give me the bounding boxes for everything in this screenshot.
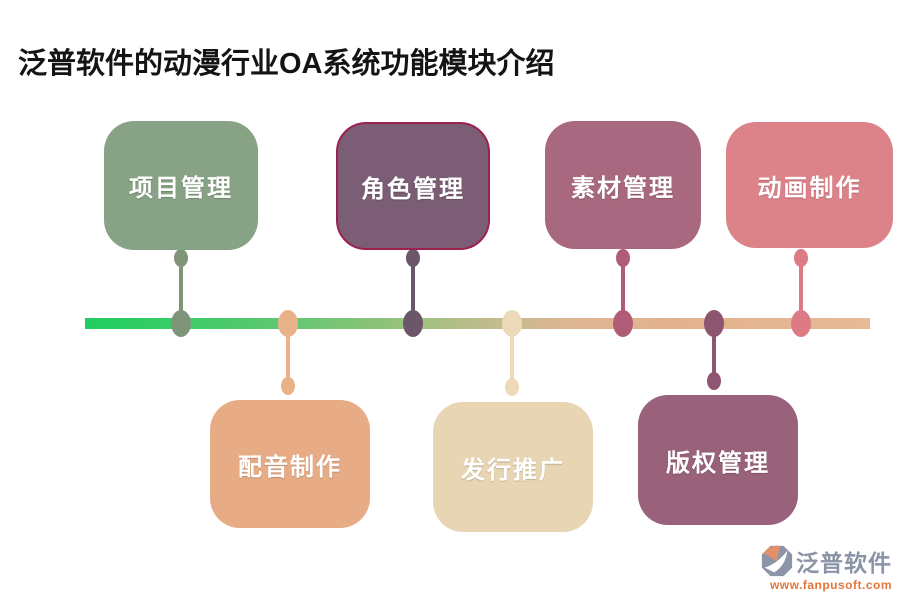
module-label: 发行推广: [461, 456, 565, 484]
module-box: 发行推广: [433, 402, 593, 532]
connector-dot-small: [281, 377, 295, 395]
timeline-bar: [85, 318, 870, 329]
timeline-node: [502, 310, 522, 337]
module-label: 版权管理: [666, 449, 770, 477]
connector-dot-small: [505, 378, 519, 396]
module-box: 动画制作: [726, 122, 893, 248]
module-box: 版权管理: [638, 395, 798, 525]
connector-line: [621, 254, 625, 324]
module-box: 角色管理: [336, 122, 490, 250]
timeline-node: [613, 310, 633, 337]
connector-line: [179, 254, 183, 324]
module-box: 素材管理: [545, 121, 701, 249]
connector-line: [286, 324, 290, 386]
timeline-node: [791, 310, 811, 337]
fanpu-logo: 泛普软件 www.fanpusoft.com: [742, 544, 892, 592]
page-title: 泛普软件的动漫行业OA系统功能模块介绍: [18, 48, 555, 80]
module-label: 配音制作: [238, 453, 342, 481]
connector-dot-small: [616, 249, 630, 267]
connector-dot-small: [794, 249, 808, 267]
connector-line: [411, 254, 415, 324]
connector-line: [712, 324, 716, 382]
connector-line: [510, 324, 514, 386]
connector-dot-small: [707, 372, 721, 390]
module-label: 项目管理: [129, 175, 233, 202]
module-box: 配音制作: [210, 400, 370, 528]
timeline-node: [278, 310, 298, 337]
module-box: 项目管理: [104, 121, 258, 250]
module-label: 角色管理: [361, 175, 465, 203]
connector-dot-small: [406, 249, 420, 267]
fanpu-logo-icon: [760, 544, 794, 578]
timeline-node: [403, 310, 423, 337]
timeline-node: [171, 310, 191, 337]
fanpu-logo-url: www.fanpusoft.com: [769, 578, 892, 592]
timeline-node: [704, 310, 724, 337]
connector-line: [799, 254, 803, 324]
connector-dot-small: [174, 249, 188, 267]
fanpu-logo-text: 泛普软件: [796, 550, 892, 576]
module-label: 动画制作: [757, 174, 862, 202]
module-label: 素材管理: [571, 174, 675, 202]
